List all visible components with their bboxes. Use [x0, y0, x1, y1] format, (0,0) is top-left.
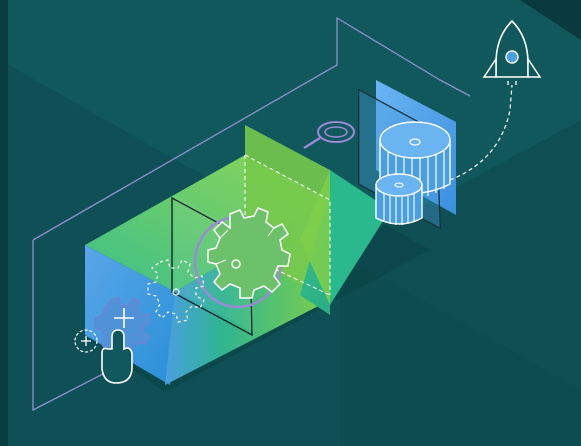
pointer-hand-icon	[101, 329, 133, 384]
frame-outline-left	[32, 240, 131, 412]
rocket-icon	[482, 19, 542, 85]
frame-outline-top	[32, 16, 441, 241]
background-shade-right	[340, 120, 581, 446]
magnifier-icon	[303, 121, 355, 150]
small-gear-icon	[147, 259, 205, 323]
small-plus-gear-icon	[74, 329, 98, 353]
cylinder-gear-icon	[375, 121, 451, 225]
background-corner	[520, 0, 581, 40]
frame-outline-top-end	[439, 79, 471, 97]
arrow-side	[300, 170, 330, 305]
right-inner-frame	[358, 88, 441, 230]
plus-icon	[114, 308, 134, 328]
background-left-edge	[0, 0, 8, 446]
rocket-trail	[449, 84, 513, 181]
hand-gear-icon	[94, 297, 150, 355]
arrow-tip	[330, 170, 390, 305]
gear-icon	[193, 207, 291, 309]
